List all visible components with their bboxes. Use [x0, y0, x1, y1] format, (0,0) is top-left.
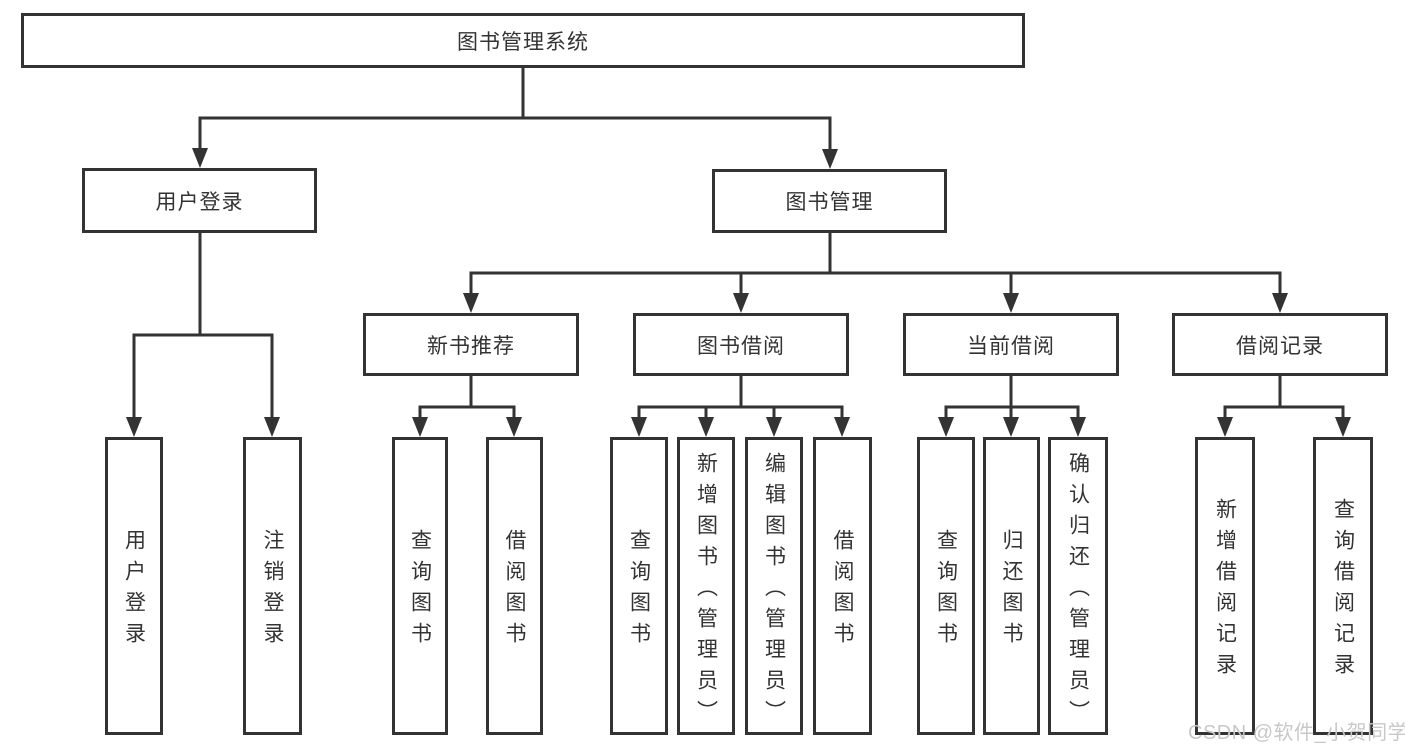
leaf-confirm-return-admin-label: 确认归还（管理员） [1066, 451, 1090, 731]
leaf-borrowing-borrow-books: 借阅图书 [813, 437, 872, 735]
node-borrowing-records: 借阅记录 [1172, 313, 1388, 376]
node-user-login: 用户登录 [82, 168, 317, 233]
leaf-recommend-query-books-label: 查询图书 [408, 529, 432, 653]
leaf-user-login: 用户登录 [105, 437, 163, 735]
leaf-query-borrow-record: 查询借阅记录 [1313, 437, 1373, 735]
leaf-return-books: 归还图书 [983, 437, 1040, 735]
leaf-borrowing-borrow-books-label: 借阅图书 [831, 529, 854, 653]
node-root: 图书管理系统 [21, 13, 1025, 68]
leaf-logout: 注销登录 [243, 437, 302, 735]
leaf-edit-books-admin-label: 编辑图书（管理员） [762, 451, 786, 731]
node-current-borrowing: 当前借阅 [903, 313, 1119, 376]
node-book-borrowing: 图书借阅 [633, 313, 849, 376]
csdn-watermark: CSDN @软件_小贺同学 [1188, 722, 1405, 744]
node-new-book-recommend: 新书推荐 [363, 313, 579, 376]
leaf-add-borrow-record-label: 新增借阅记录 [1213, 498, 1237, 684]
leaf-logout-label: 注销登录 [261, 529, 284, 653]
leaf-recommend-query-books: 查询图书 [392, 437, 448, 735]
connector-new-book-recommend-to-leaves [412, 376, 522, 437]
leaf-recommend-borrow-books: 借阅图书 [486, 437, 543, 735]
leaf-user-login-label: 用户登录 [122, 529, 146, 653]
leaf-confirm-return-admin: 确认归还（管理员） [1048, 437, 1108, 735]
leaf-current-query-books-label: 查询图书 [934, 529, 958, 653]
connector-user-login-to-leaves [126, 233, 280, 437]
connector-book-management-to-level3 [463, 233, 1288, 313]
leaf-return-books-label: 归还图书 [1000, 529, 1023, 653]
leaf-recommend-borrow-books-label: 借阅图书 [503, 529, 526, 653]
connector-root-to-level2 [192, 68, 838, 169]
leaf-current-query-books: 查询图书 [917, 437, 975, 735]
leaf-borrowing-query-books-label: 查询图书 [627, 529, 651, 653]
connector-borrowing-records-to-leaves [1217, 376, 1351, 437]
leaf-add-borrow-record: 新增借阅记录 [1195, 437, 1255, 735]
leaf-query-borrow-record-label: 查询借阅记录 [1331, 498, 1355, 684]
leaf-add-books-admin-label: 新增图书（管理员） [694, 451, 718, 731]
leaf-edit-books-admin: 编辑图书（管理员） [745, 437, 803, 735]
leaf-add-books-admin: 新增图书（管理员） [677, 437, 735, 735]
node-book-management: 图书管理 [712, 169, 947, 233]
connector-current-borrowing-to-leaves [938, 376, 1086, 437]
leaf-borrowing-query-books: 查询图书 [610, 437, 668, 735]
connector-book-borrowing-to-leaves [631, 376, 850, 437]
